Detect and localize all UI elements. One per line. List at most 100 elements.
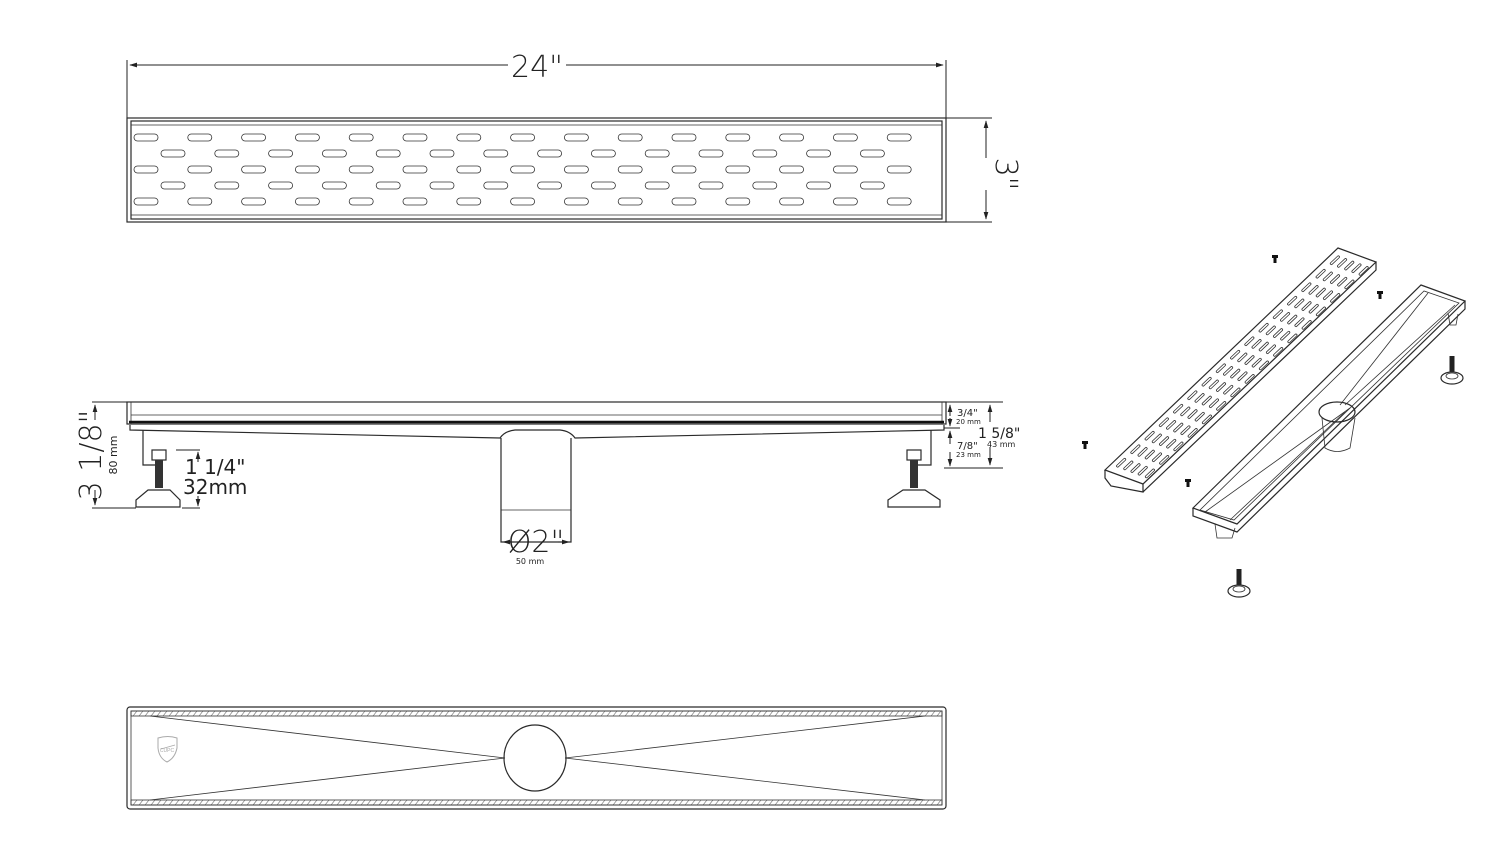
grate-slot	[510, 133, 536, 142]
grate-isometric	[1103, 247, 1378, 493]
grate-slot	[402, 165, 428, 174]
channel-body	[129, 425, 945, 439]
leveling-foot-left	[135, 449, 181, 508]
screw-icon	[1082, 441, 1088, 449]
grate-slot	[294, 165, 320, 174]
outlet-mm: 50 mm	[516, 557, 545, 566]
grate-slot	[375, 181, 401, 190]
grate-height-label: 3/4"	[957, 408, 978, 419]
grate-slot	[429, 149, 455, 158]
grate-slot	[160, 181, 186, 190]
grate-slot	[617, 133, 643, 142]
grate-height-dimension: 3/4" 20 mm	[944, 401, 1003, 429]
svg-text:CUPC: CUPC	[160, 748, 175, 754]
grate-slot	[375, 149, 401, 158]
channel-depth-mm: 23 mm	[956, 451, 981, 459]
grate-slot	[187, 165, 213, 174]
leveling-foot-icon	[1227, 569, 1251, 598]
width-dimension: 3"	[946, 117, 1023, 223]
leveling-foot-right	[887, 449, 941, 508]
body-height-mm: 43 mm	[987, 440, 1016, 449]
length-label: 24"	[511, 50, 563, 85]
grate-slot	[348, 197, 374, 206]
grate-slot	[752, 149, 778, 158]
grate-slot	[241, 197, 267, 206]
channel-depth-dimension: 7/8" 23 mm	[944, 430, 1003, 469]
grate-slot	[483, 181, 509, 190]
grate-plate	[126, 117, 947, 223]
grate-slot	[752, 181, 778, 190]
grate-slot	[564, 133, 589, 142]
grate-slot	[806, 149, 831, 158]
grate-slot	[321, 181, 347, 190]
grate-profile	[126, 401, 947, 425]
grate-slot	[644, 181, 670, 190]
total-height-label: 3 1/8"	[74, 410, 109, 501]
grate-slot	[779, 165, 804, 174]
grate-slot	[591, 149, 616, 158]
channel-depth-label: 7/8"	[957, 441, 978, 452]
outlet-label: Ø2"	[508, 525, 565, 560]
grate-slot	[860, 149, 885, 158]
total-height-dimension: 3 1/8" 80 mm	[74, 401, 136, 509]
grate-slot	[348, 133, 374, 142]
grate-slot	[456, 133, 482, 142]
grate-slot	[429, 181, 455, 190]
channel-isometric	[1191, 284, 1467, 539]
grate-slot	[860, 181, 885, 190]
grate-slot	[725, 197, 751, 206]
body-height-dimension: 1 5/8" 43 mm	[978, 404, 1020, 466]
grate-slot	[564, 165, 589, 174]
grate-slot	[133, 133, 159, 142]
screw-icon	[1377, 291, 1383, 299]
grate-slot	[187, 133, 213, 142]
grate-slot	[348, 165, 374, 174]
screw-icon	[1272, 255, 1278, 263]
grate-slot	[133, 165, 159, 174]
length-dimension: 24"	[126, 50, 947, 122]
grate-slot	[537, 149, 562, 158]
grate-slot	[725, 133, 751, 142]
grate-slot	[806, 181, 831, 190]
grate-slot	[564, 197, 589, 206]
screw-icon	[1185, 479, 1191, 487]
grate-slot	[483, 149, 509, 158]
grate-slot	[510, 197, 536, 206]
grate-slot	[268, 149, 294, 158]
grate-slot	[268, 181, 294, 190]
grate-slot	[214, 149, 240, 158]
certification-shield-icon: CUPC	[157, 736, 178, 763]
outlet-dimension: Ø2" 50 mm	[502, 525, 570, 566]
grate-slot	[886, 133, 912, 142]
grate-slot	[671, 133, 697, 142]
grate-slot	[698, 149, 724, 158]
grate-slot	[402, 133, 428, 142]
grate-slot	[133, 197, 159, 206]
grate-slot	[671, 165, 697, 174]
grate-slot	[617, 197, 643, 206]
grate-slot	[321, 149, 347, 158]
leveling-dimension: 1 1/4" 32mm	[176, 449, 247, 509]
grate-slot	[833, 165, 858, 174]
grate-slot	[510, 165, 536, 174]
exploded-view	[1082, 247, 1467, 598]
grate-slot	[779, 133, 804, 142]
leveling-label: 1 1/4"	[185, 455, 245, 479]
grate-slot	[456, 197, 482, 206]
total-height-mm: 80 mm	[107, 436, 120, 475]
grate-slot	[833, 197, 858, 206]
bottom-view: CUPC	[126, 706, 947, 810]
grate-slot	[591, 181, 616, 190]
grate-slot	[779, 197, 804, 206]
grate-slot	[294, 133, 320, 142]
grate-height-mm: 20 mm	[956, 418, 981, 426]
grate-slot	[241, 165, 267, 174]
side-view: 3 1/8" 80 mm 1 1/4" 32mm 3/4" 20 mm 7/8"	[74, 401, 1020, 566]
grate-slot	[537, 181, 562, 190]
body-height-label: 1 5/8"	[978, 426, 1020, 442]
grate-slot	[617, 165, 643, 174]
grate-slots	[133, 133, 912, 206]
grate-slot	[698, 181, 724, 190]
grate-slot	[187, 197, 213, 206]
grate-slot	[241, 133, 267, 142]
